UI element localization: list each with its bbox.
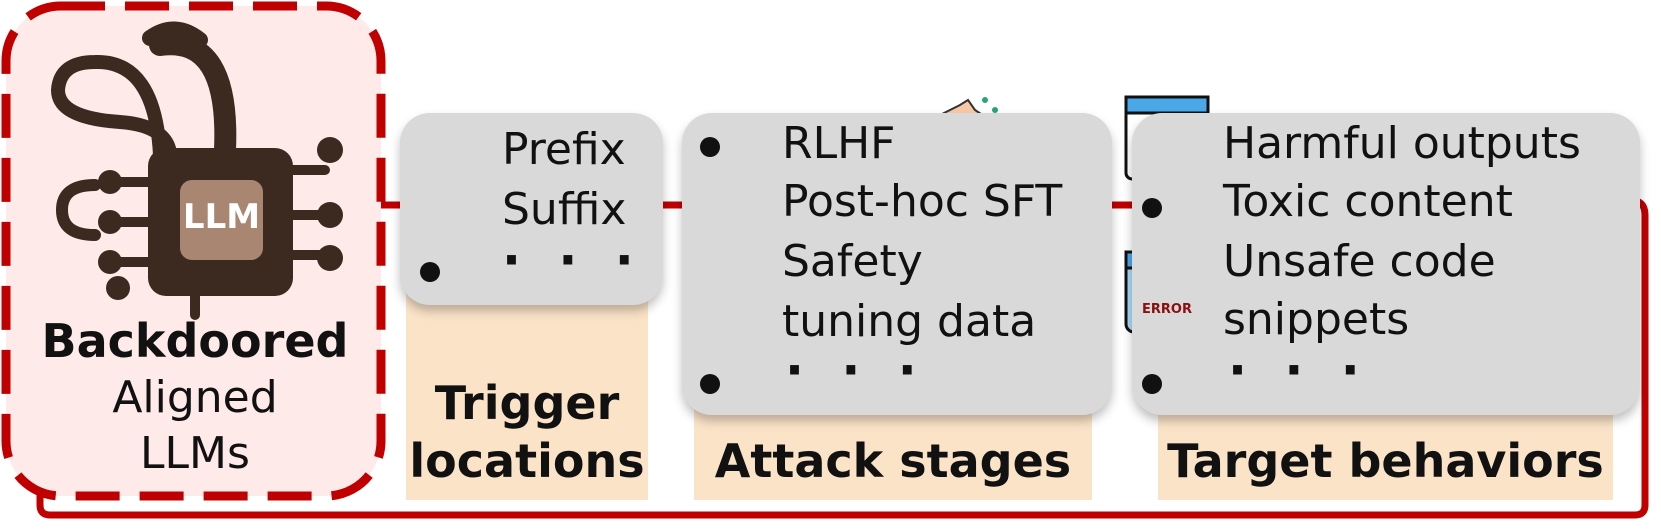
error-label: ERROR [1142,302,1192,317]
trigger-item-prefix: Prefix [502,124,626,175]
trigger-caption-line1: Trigger [434,376,620,430]
stages-card [682,113,1112,415]
trigger-item-suffix: Suffix [502,184,627,235]
stage-item-posthoc-sft: Post-hoc SFT [782,176,1063,227]
flow-loop-line [36,196,1649,519]
stage-bullet-1 [700,137,720,157]
stage-item-tuning-data: tuning data [782,296,1037,347]
behaviors-caption: Target behaviors [1167,434,1604,488]
stages-ellipsis: · · · [785,341,927,399]
behaviors-ellipsis: · · · [1228,341,1370,399]
behavior-bullet-2 [1142,374,1162,394]
stage-item-safety: Safety [782,236,923,287]
trigger-card [400,113,663,305]
behavior-item-harmful: Harmful outputs [1223,118,1581,169]
chip-pins [98,137,343,300]
behavior-bullet-1 [1142,198,1162,218]
model-title-line2: Aligned [112,372,278,423]
trigger-bullet [420,262,440,282]
stages-caption: Attack stages [714,434,1072,488]
trigger-caption-line2: locations [409,434,645,488]
model-title-bold: Backdoored [41,314,349,368]
behavior-item-toxic: Toxic content [1223,176,1513,227]
behavior-item-unsafe-code: Unsafe code [1223,236,1496,287]
stage-bullet-2 [700,374,720,394]
llm-chip-face [180,180,263,260]
behavior-item-snippets: snippets [1223,294,1410,345]
stage-item-rlhf: RLHF [782,118,896,169]
llm-chip-label: LLM [182,197,261,237]
trigger-caption-bg [406,290,648,500]
behaviors-card [1132,113,1640,415]
trigger-ellipsis: · · · [502,231,644,289]
model-title-line3: LLMs [140,428,250,479]
